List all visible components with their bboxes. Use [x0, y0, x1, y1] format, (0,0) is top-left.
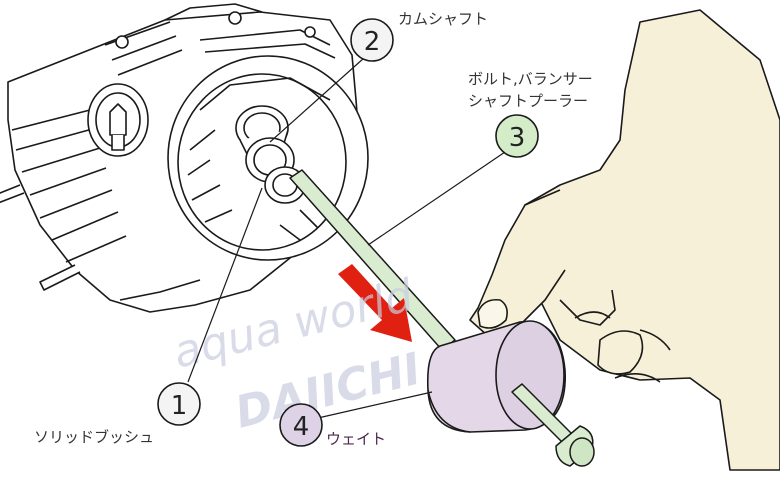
callout-1-number: 1 [171, 391, 188, 421]
callout-4-number: 4 [293, 412, 310, 442]
label-camshaft: カムシャフト [398, 10, 489, 28]
callout-1: 1 [157, 382, 201, 426]
label-weight: ウェイト [326, 430, 387, 448]
rod-end [511, 383, 595, 467]
leader-3 [367, 151, 506, 246]
leader-1 [187, 187, 263, 383]
callout-4: 4 [279, 403, 323, 447]
hand [469, 9, 780, 471]
label-puller-line2: シャフトプーラー [468, 92, 589, 110]
leader-4 [317, 391, 433, 419]
cylinder-head [0, 3, 369, 313]
callout-3-number: 3 [509, 123, 526, 153]
callout-2-number: 2 [364, 27, 381, 57]
leader-lines [187, 57, 506, 419]
callout-2: 2 [350, 18, 394, 62]
callout-3: 3 [495, 114, 539, 158]
leader-2 [269, 57, 365, 143]
puller-rod [289, 169, 456, 351]
label-puller-line1: ボルト,バランサー [468, 70, 593, 88]
pull-direction-arrow [338, 264, 412, 342]
label-solid-bush: ソリッドブッシュ [34, 428, 155, 446]
